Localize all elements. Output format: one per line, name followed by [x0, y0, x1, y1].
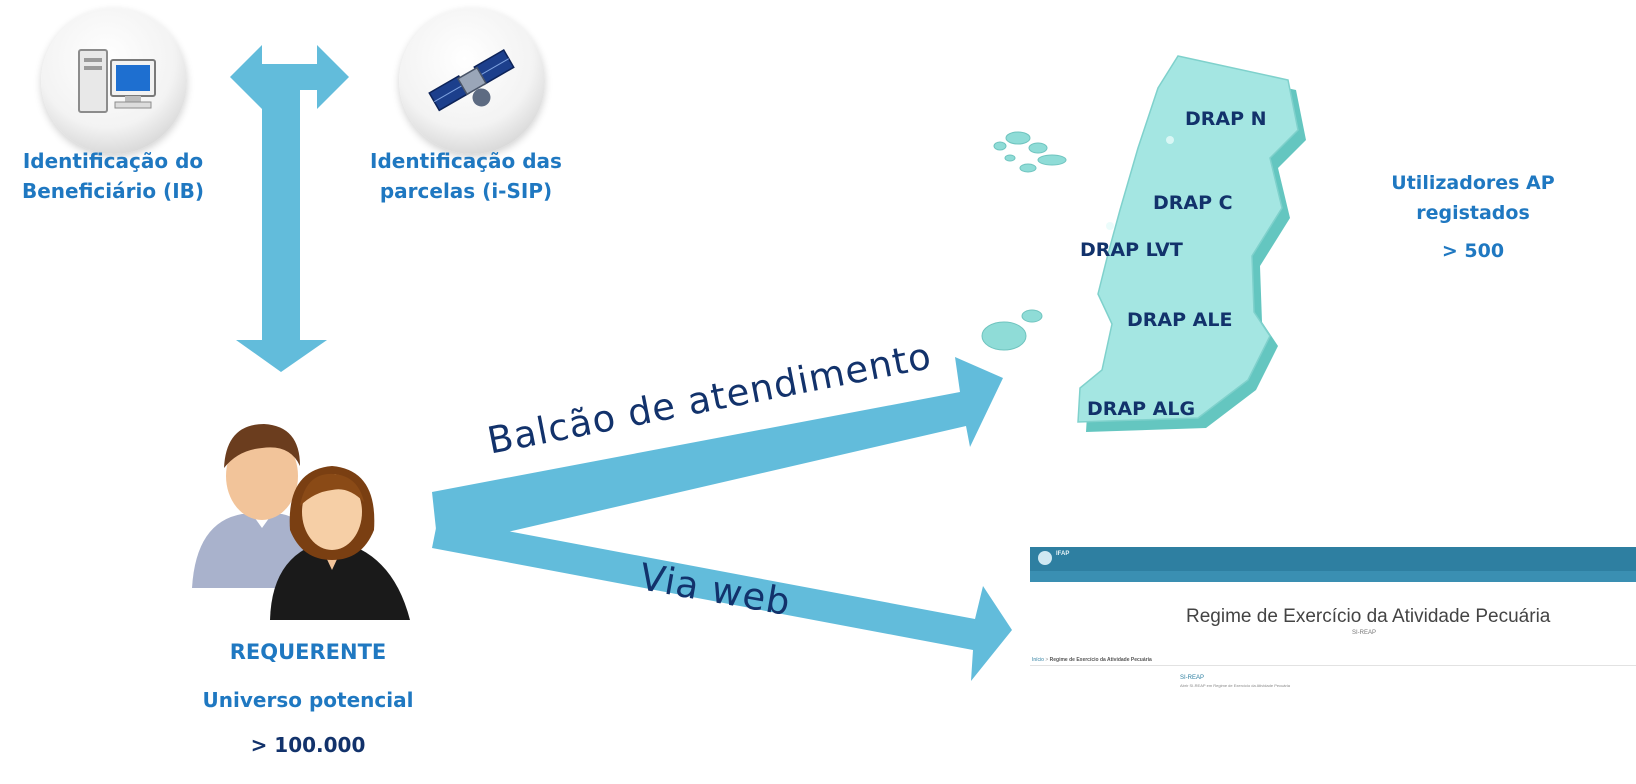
web-divider	[1030, 665, 1636, 666]
isip-circle	[399, 8, 545, 154]
isip-label-line1: Identificação das	[370, 149, 562, 173]
web-page-subtitle: SI-REAP	[1352, 630, 1377, 636]
web-breadcrumb: Início > Regime de Exercício da Atividad…	[1032, 657, 1152, 663]
users-ap-line1: Utilizadores AP	[1391, 172, 1555, 194]
computer-icon	[78, 49, 156, 113]
breadcrumb-current: Regime de Exercício da Atividade Pecuári…	[1049, 657, 1152, 663]
ib-label-line2: Beneficiário (IB)	[21, 179, 205, 203]
web-screenshot: IFAP Regime de Exercício da Atividade Pe…	[1030, 547, 1636, 697]
satellite-icon	[428, 48, 515, 112]
isip-label: Identificação das parcelas (i-SIP)	[352, 146, 580, 206]
vertical-arrow	[236, 90, 327, 372]
web-arrow	[432, 518, 1012, 681]
azores-islands	[993, 131, 1067, 173]
web-nav-bar[interactable]	[1030, 571, 1636, 582]
users-ap-label: Utilizadores AP registados	[1356, 168, 1590, 228]
balcao-arrow	[432, 357, 1003, 548]
users-ap-count: > 500	[1441, 240, 1505, 262]
ifap-logo-icon	[1038, 551, 1052, 565]
horizontal-double-arrow	[230, 45, 349, 109]
web-link-desc: Abrir SI-REAP em Regime de Exercício da …	[1180, 683, 1290, 688]
web-link-title[interactable]: SI-REAP	[1180, 675, 1205, 681]
breadcrumb-home[interactable]: Início	[1032, 657, 1044, 663]
web-header: IFAP	[1030, 547, 1636, 571]
region-drap-n: DRAP N	[1185, 108, 1267, 130]
web-org: IFAP	[1056, 551, 1070, 557]
users-ap-line2: registados	[1416, 202, 1530, 224]
requerente-title: REQUERENTE	[229, 640, 387, 664]
region-drap-ale: DRAP ALE	[1127, 309, 1233, 331]
users-icon	[192, 424, 410, 620]
region-drap-c: DRAP C	[1153, 192, 1233, 214]
isip-label-line2: parcelas (i-SIP)	[379, 179, 553, 203]
ib-circle	[41, 8, 187, 154]
web-page-title: Regime de Exercício da Atividade Pecuári…	[1186, 606, 1551, 627]
region-drap-lvt: DRAP LVT	[1080, 239, 1183, 261]
ib-label: Identificação do Beneficiário (IB)	[0, 146, 226, 206]
madeira-islands	[981, 309, 1043, 351]
region-drap-alg: DRAP ALG	[1087, 398, 1196, 420]
requerente-subtitle: Universo potencial	[202, 688, 414, 712]
ib-label-line1: Identificação do	[22, 149, 204, 173]
portugal-map	[981, 55, 1306, 432]
requerente-count: > 100.000	[250, 733, 366, 757]
